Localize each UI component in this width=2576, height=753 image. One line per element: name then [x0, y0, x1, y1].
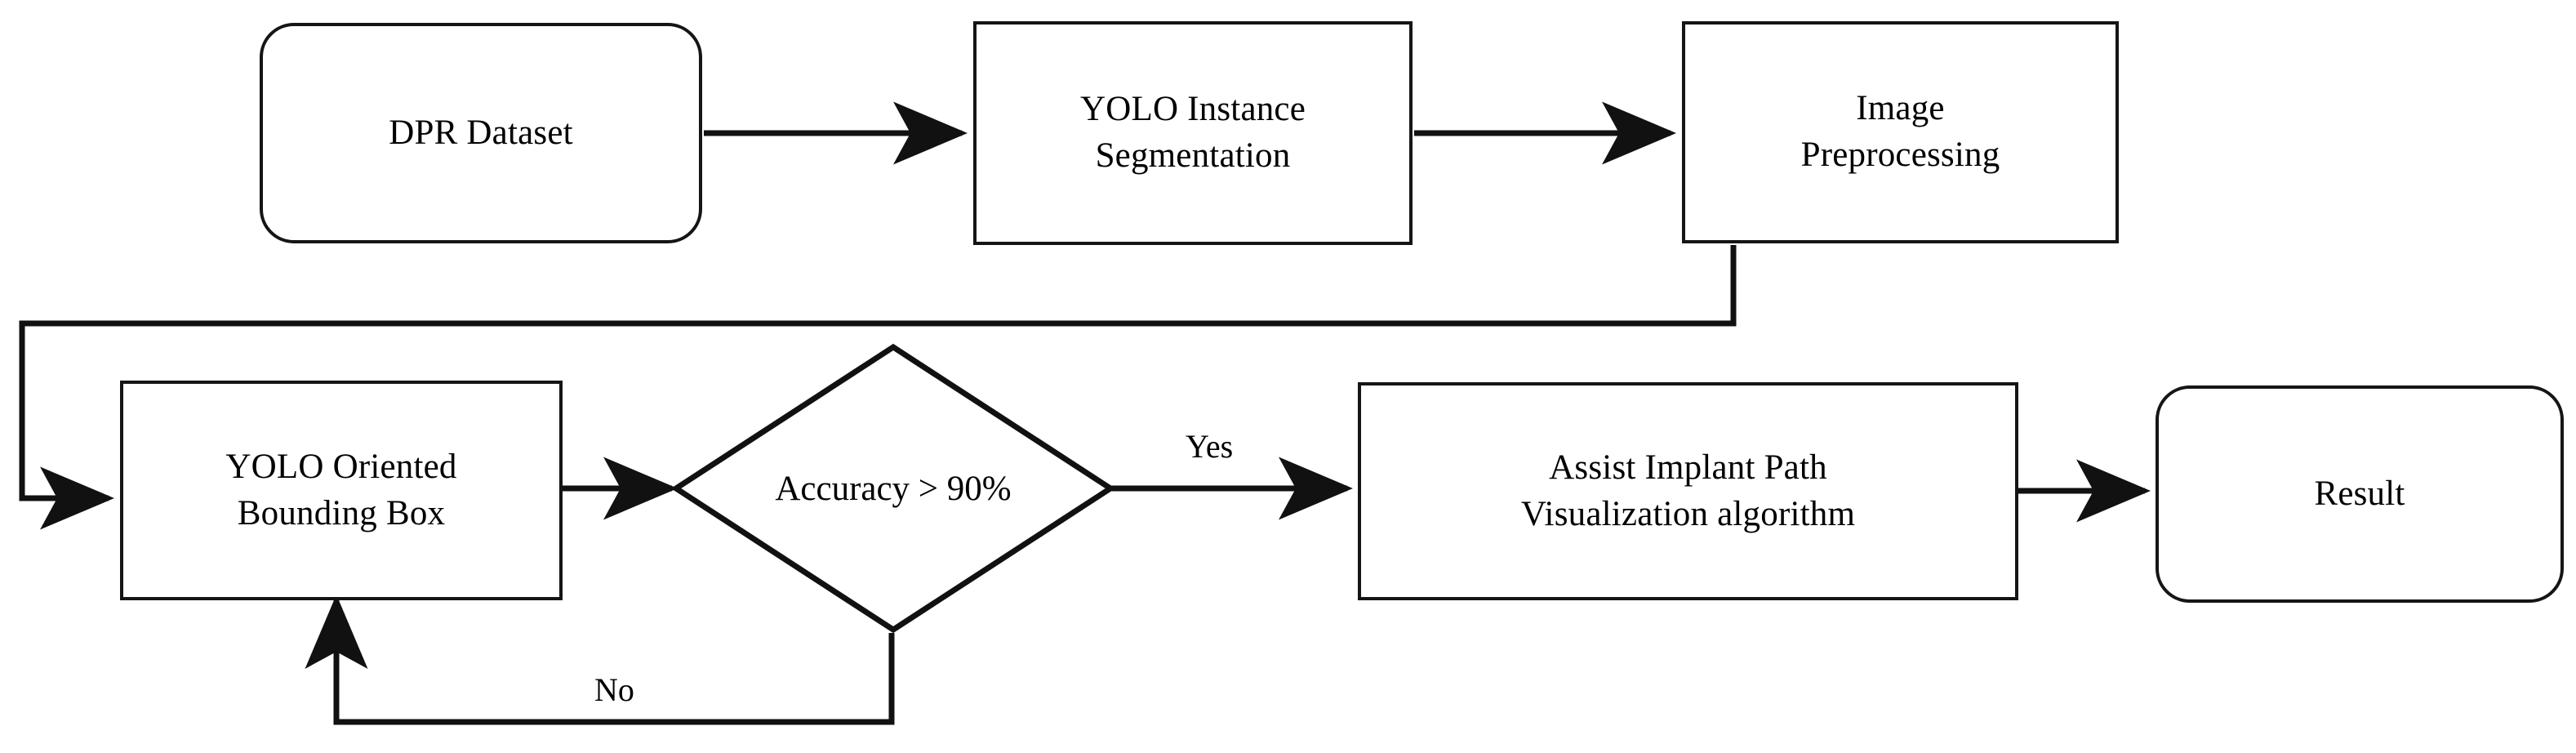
edge-label-no: No: [594, 671, 634, 708]
node-yolo-instance-segmentation[interactable]: YOLO Instance Segmentation: [973, 21, 1413, 245]
node-yolo-oriented-bounding-box[interactable]: YOLO Oriented Bounding Box: [120, 381, 563, 600]
edge-preprocessing-to-obb: [19, 245, 1737, 530]
edge-label-yes: Yes: [1186, 428, 1234, 465]
node-assist-algorithm-label: Assist Implant Path Visualization algori…: [1520, 448, 1856, 533]
node-dpr-dataset-label: DPR Dataset: [389, 113, 573, 152]
node-yolo-instance-segmentation-label: YOLO Instance Segmentation: [1079, 90, 1306, 175]
node-assist-algorithm[interactable]: Assist Implant Path Visualization algori…: [1358, 382, 2018, 600]
node-yolo-oriented-bounding-box-label: YOLO Oriented Bounding Box: [225, 447, 457, 532]
node-result[interactable]: Result: [2156, 385, 2564, 603]
node-image-preprocessing-label: Image Preprocessing: [1800, 89, 2000, 174]
edge-decision-no-to-obb: [305, 595, 895, 725]
node-image-preprocessing[interactable]: Image Preprocessing: [1682, 21, 2119, 243]
node-result-label: Result: [2314, 474, 2405, 513]
node-dpr-dataset[interactable]: DPR Dataset: [260, 23, 702, 243]
node-accuracy-decision[interactable]: Accuracy > 90%: [670, 343, 1116, 634]
diamond-shape: [670, 343, 1116, 634]
node-accuracy-decision-label: Accuracy > 90%: [775, 469, 1012, 508]
